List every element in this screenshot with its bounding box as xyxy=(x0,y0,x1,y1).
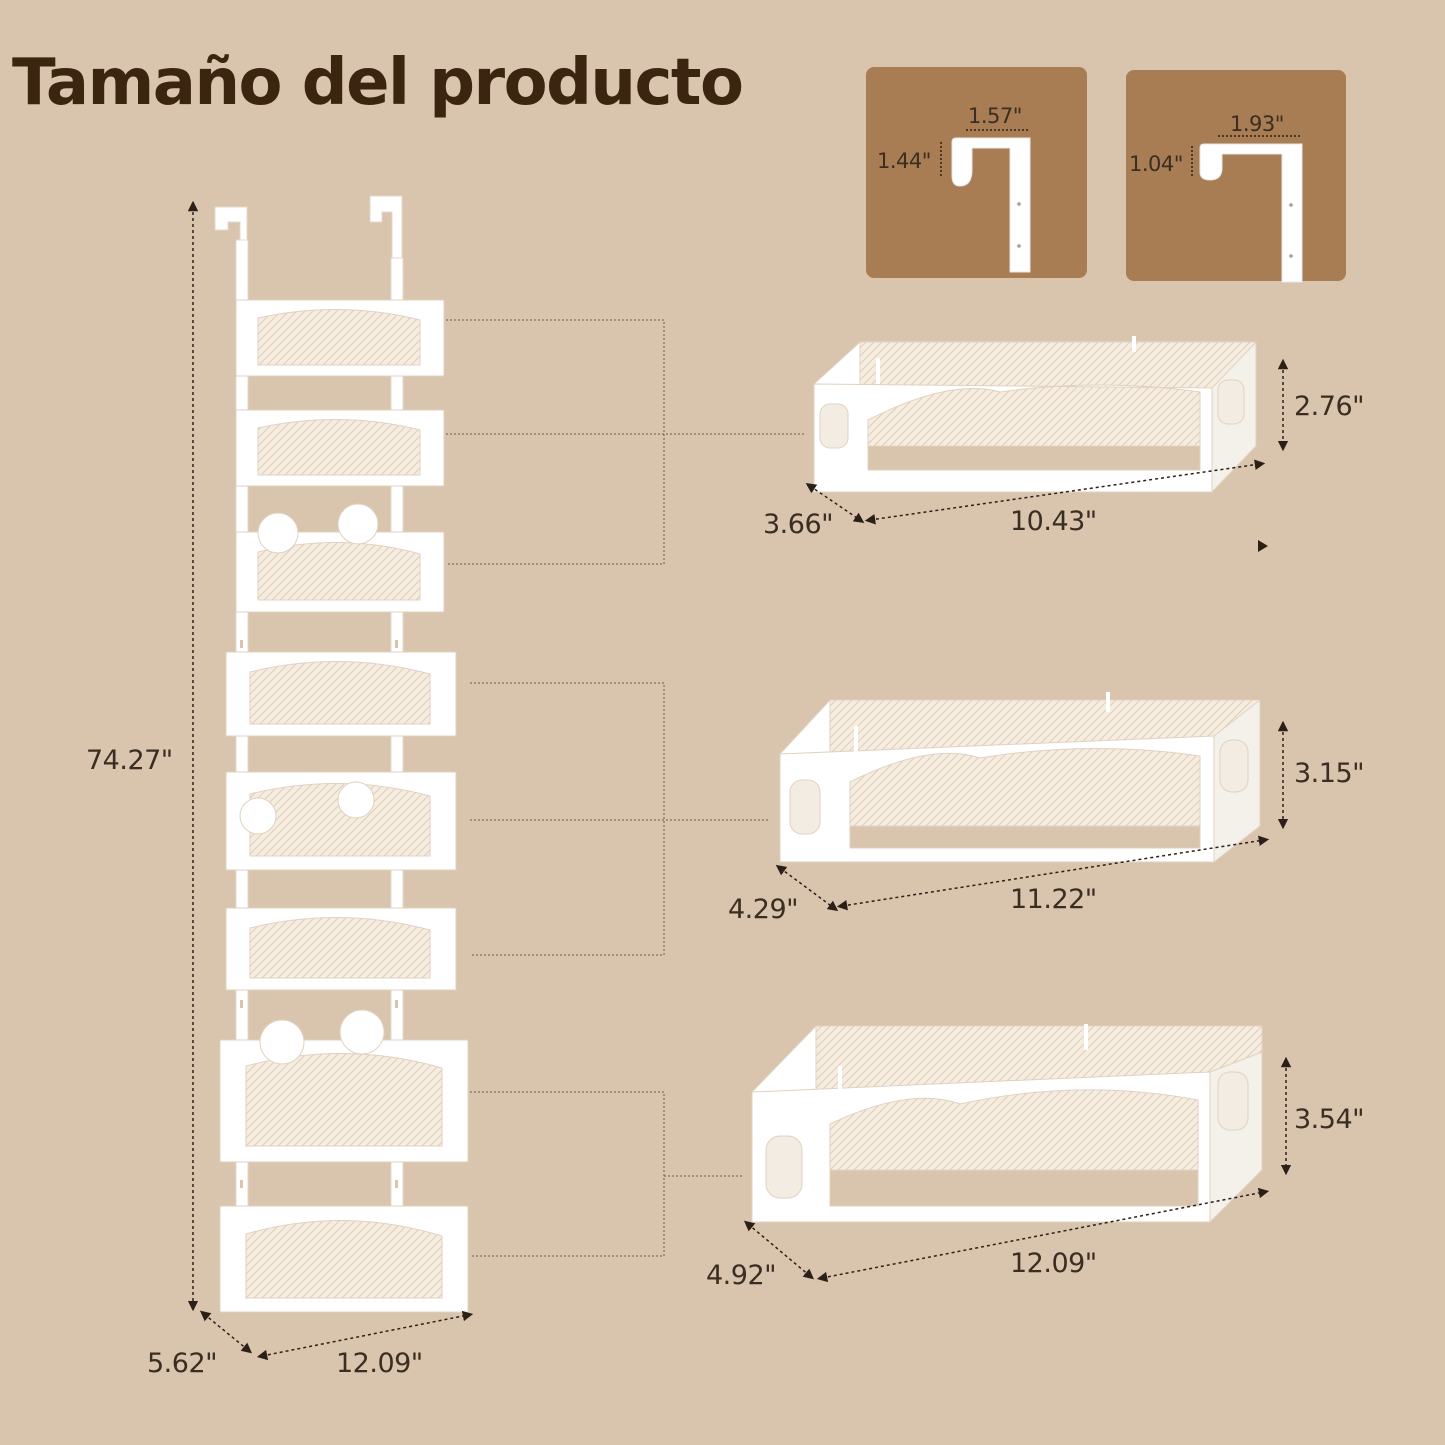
basket-large-depth-label: 4.92" xyxy=(706,1260,777,1291)
page-title: Tamaño del producto xyxy=(12,46,744,120)
basket-small-width-label: 10.43" xyxy=(1010,506,1097,537)
rack-basket-8 xyxy=(219,1205,469,1313)
hook-1-width-label: 1.57" xyxy=(968,104,1022,128)
rack-basket-1 xyxy=(235,299,445,377)
rack-basket-6 xyxy=(225,907,457,991)
basket-small-depth-label: 3.66" xyxy=(763,509,834,540)
rack-baskets xyxy=(219,299,469,1313)
hook-2-shape xyxy=(1199,143,1303,283)
rack-basket-7 xyxy=(219,1009,469,1163)
hook-1-shape xyxy=(951,137,1031,273)
hook-card-2 xyxy=(1126,70,1346,281)
basket-medium-width-label: 11.22" xyxy=(1010,884,1097,915)
hook-2-width-label: 1.93" xyxy=(1230,112,1284,136)
rack-basket-2 xyxy=(235,409,445,487)
basket-large-width-label: 12.09" xyxy=(1010,1248,1097,1279)
basket-large-height-label: 3.54" xyxy=(1294,1104,1365,1135)
basket-small-height-label: 2.76" xyxy=(1294,391,1365,422)
rack-basket-4 xyxy=(225,651,457,737)
basket-medium-height-label: 3.15" xyxy=(1294,758,1365,789)
basket-medium-depth-label: 4.29" xyxy=(728,894,799,925)
rack-basket-3 xyxy=(235,503,445,613)
hook-card-1 xyxy=(866,67,1087,278)
hook-2-height-label: 1.04" xyxy=(1129,152,1183,176)
rack-depth-label: 5.62" xyxy=(147,1348,218,1379)
hook-1-height-label: 1.44" xyxy=(877,149,931,173)
rack-height-label: 74.27" xyxy=(86,745,173,776)
basket-medium xyxy=(779,692,1261,864)
rack-width-label: 12.09" xyxy=(336,1348,423,1379)
rack-basket-5 xyxy=(225,771,457,871)
basket-small xyxy=(813,336,1257,494)
basket-large xyxy=(751,1024,1263,1224)
